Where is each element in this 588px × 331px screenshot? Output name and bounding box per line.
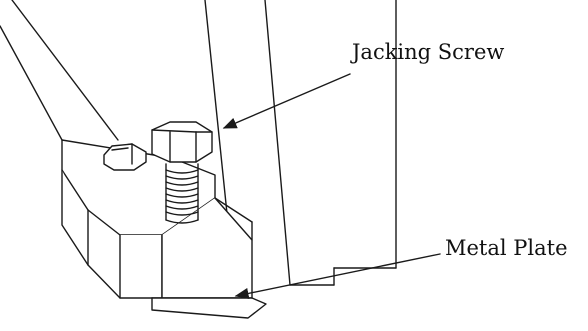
metal-plate <box>151 297 267 319</box>
metal-plate-arrow <box>234 253 441 299</box>
leveling-foot <box>61 139 253 299</box>
jacking-screw-arrow <box>222 73 351 129</box>
metal-plate-label: Metal Plate <box>445 236 568 260</box>
bolt-threads <box>165 163 199 224</box>
small-hex-nut <box>103 143 147 171</box>
machine-frame <box>0 0 397 286</box>
jacking-screw-label: Jacking Screw <box>352 40 505 64</box>
jacking-screw-head <box>151 121 213 163</box>
